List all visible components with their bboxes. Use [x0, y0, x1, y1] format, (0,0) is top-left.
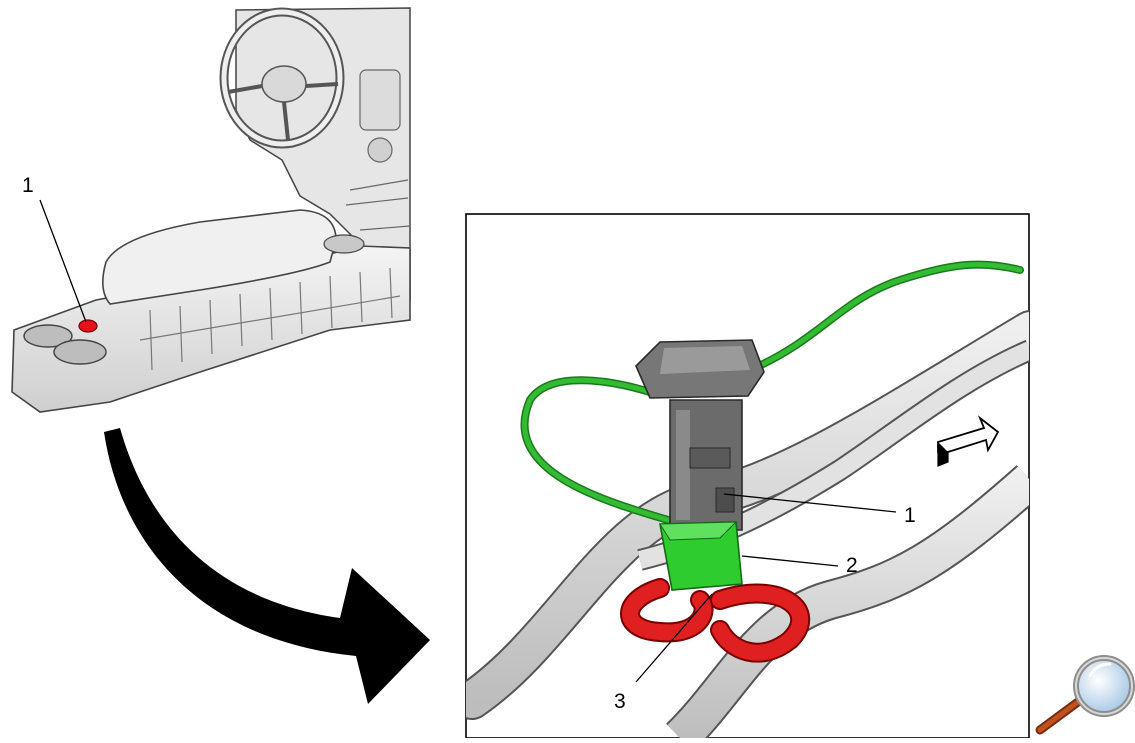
curved-arrow-icon	[104, 428, 430, 704]
center-stack	[345, 69, 411, 231]
magnifier-icon[interactable]	[1035, 655, 1135, 735]
steering-wheel	[219, 7, 345, 149]
detail-callout-3: 3	[614, 690, 626, 713]
detail-leader-line-1	[723, 493, 897, 513]
vehicle-interior-illustration	[11, 7, 411, 413]
highlighted-port	[78, 319, 98, 333]
armrest	[102, 209, 337, 305]
detail-callout-1: 1	[904, 504, 916, 527]
connector	[659, 521, 743, 591]
forward-arrow-icon	[937, 415, 1000, 453]
detail-leader-line-3	[635, 593, 713, 683]
detail-view: 1 2 3	[465, 213, 1030, 739]
green-wire	[520, 260, 1024, 524]
retaining-clip	[620, 578, 811, 663]
overview-leader-line	[39, 199, 87, 323]
switch-assembly	[635, 339, 765, 531]
overview-callout-1: 1	[22, 174, 34, 197]
forward-arrow-shadow	[937, 442, 949, 467]
detail-leader-line-2	[741, 555, 839, 567]
console-side-ribs	[139, 267, 401, 371]
detail-callout-2: 2	[846, 554, 858, 577]
cupholders	[23, 234, 365, 365]
